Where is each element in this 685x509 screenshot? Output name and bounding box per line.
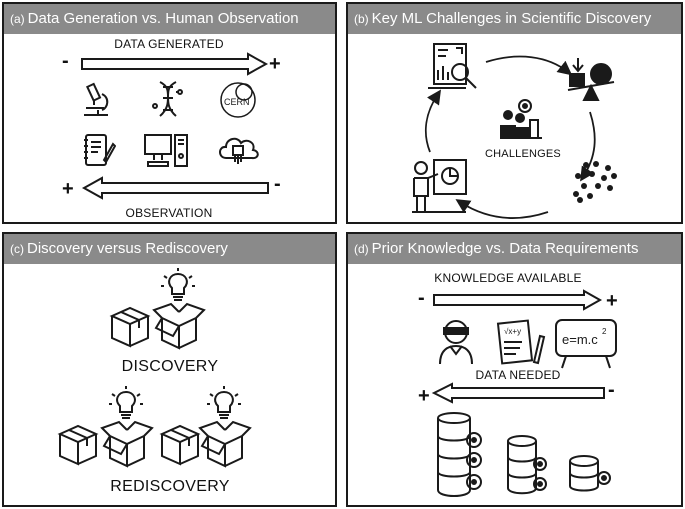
- chalkboard-formula-text: e=m.c: [562, 332, 598, 347]
- open-box-icon: [100, 420, 154, 468]
- panel-b: (b)Key ML Challenges in Scientific Disco…: [346, 2, 683, 224]
- report-magnifier-icon: [428, 43, 477, 89]
- top-minus-sign: -: [418, 287, 425, 309]
- right-arrow-icon: [81, 52, 269, 76]
- right-arrow-icon: [433, 289, 603, 311]
- knowledge-available-label: KNOWLEDGE AVAILABLE: [434, 271, 582, 285]
- cern-text: CERN: [224, 97, 250, 107]
- data-generated-label: DATA GENERATED: [114, 37, 224, 51]
- database-small-icon: [569, 455, 611, 492]
- dna-icon: [152, 81, 183, 117]
- top-plus-sign: +: [606, 290, 618, 312]
- panel-d-header: (d)Prior Knowledge vs. Data Requirements: [348, 234, 681, 264]
- microscope-icon: [84, 82, 109, 116]
- observation-label: OBSERVATION: [125, 206, 213, 220]
- panel-a-tag: (a): [10, 12, 25, 26]
- bottom-plus-sign: +: [418, 385, 430, 407]
- panel-c: (c)Discovery versus Rediscovery DISCOVER…: [2, 232, 337, 507]
- paper-formula-text: √x+y: [504, 327, 521, 336]
- rediscovery-label: REDISCOVERY: [110, 478, 230, 495]
- closed-box-icon: [57, 424, 99, 466]
- panel-b-header: (b)Key ML Challenges in Scientific Disco…: [348, 4, 681, 34]
- panel-a: (a)Data Generation vs. Human Observation…: [2, 2, 337, 224]
- left-arrow-icon: [81, 176, 269, 200]
- presenter-icon: [412, 159, 467, 213]
- panel-d-title: Prior Knowledge vs. Data Requirements: [371, 240, 639, 257]
- panel-d: (d)Prior Knowledge vs. Data Requirements…: [346, 232, 683, 507]
- open-box-icon: [152, 302, 206, 350]
- bottom-plus-sign: +: [62, 178, 74, 200]
- computer-icon: [144, 134, 188, 167]
- team-gear-icon: [500, 99, 542, 139]
- cern-logo-icon: CERN: [220, 82, 256, 118]
- bottom-minus-sign: -: [274, 173, 281, 195]
- lightbulb-icon: [161, 268, 195, 301]
- challenges-label: CHALLENGES: [485, 148, 561, 160]
- panel-c-header: (c)Discovery versus Rediscovery: [4, 234, 335, 264]
- lightbulb-icon: [207, 386, 241, 419]
- blindfolded-person-icon: [439, 320, 473, 365]
- scatter-data-icon: [573, 161, 617, 203]
- panel-c-tag: (c): [10, 242, 24, 256]
- cloud-chip-icon: [219, 137, 259, 164]
- balance-scale-icon: [567, 58, 615, 101]
- chalkboard-icon: e=m.c 2: [555, 319, 617, 369]
- data-needed-label: DATA NEEDED: [475, 368, 561, 382]
- lightbulb-icon: [109, 386, 143, 419]
- open-box-icon: [198, 420, 252, 468]
- closed-box-icon: [109, 306, 151, 348]
- panel-a-header: (a)Data Generation vs. Human Observation: [4, 4, 335, 34]
- panel-b-tag: (b): [354, 12, 369, 26]
- left-arrow-icon: [431, 382, 605, 404]
- closed-box-icon: [159, 424, 201, 466]
- panel-a-title: Data Generation vs. Human Observation: [27, 10, 299, 27]
- formula-paper-icon: √x+y: [496, 319, 546, 365]
- panel-c-title: Discovery versus Rediscovery: [27, 240, 228, 257]
- bottom-minus-sign: -: [608, 379, 615, 401]
- top-plus-sign: +: [269, 53, 281, 75]
- database-large-icon: [437, 412, 482, 497]
- top-minus-sign: -: [62, 50, 69, 72]
- cycle-arrows-icon: [424, 55, 596, 219]
- panel-d-tag: (d): [354, 242, 369, 256]
- notebook-icon: [84, 134, 116, 166]
- chalkboard-exponent-text: 2: [602, 327, 607, 336]
- panel-b-title: Key ML Challenges in Scientific Discover…: [371, 10, 652, 27]
- discovery-label: DISCOVERY: [121, 358, 219, 375]
- database-medium-icon: [507, 435, 547, 495]
